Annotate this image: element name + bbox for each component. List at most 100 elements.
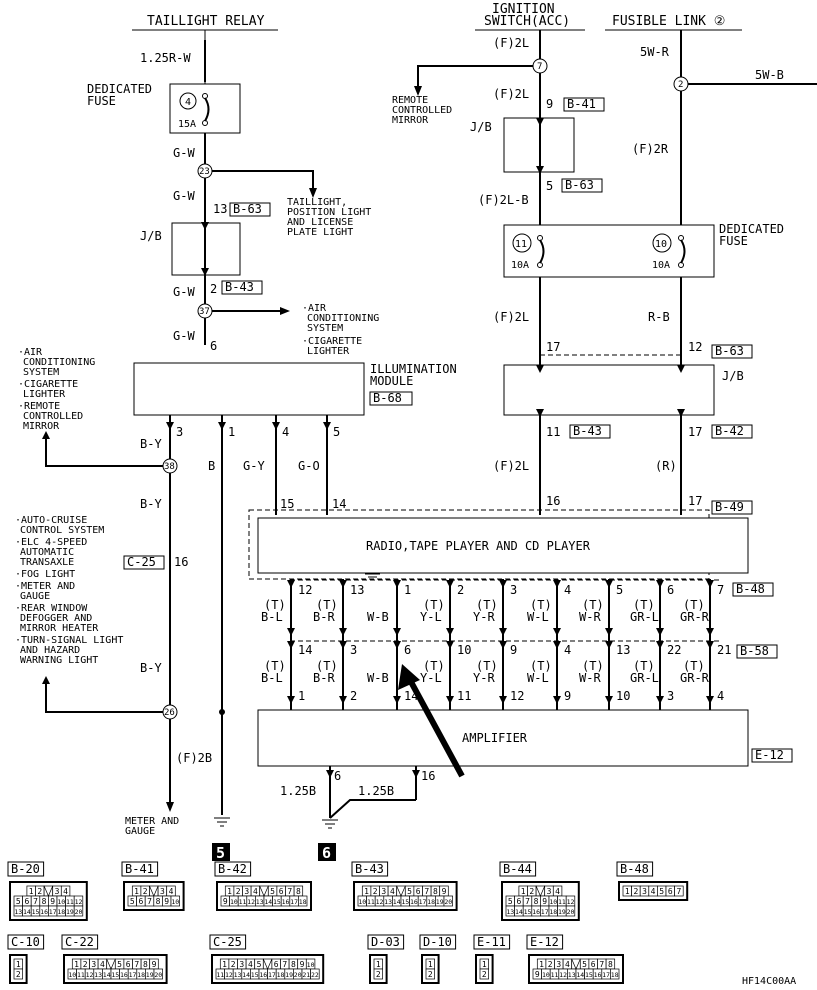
left-top-branch-list: ·AIR CONDITIONING SYSTEM ·CIGARETTE LIGH… — [18, 347, 95, 432]
amp-pin: 11 — [457, 689, 471, 703]
connector-pin: 17 — [541, 908, 549, 916]
svg-text:17: 17 — [688, 494, 702, 508]
connector-view-id: D-10 — [423, 935, 452, 949]
connector-pin: 8 — [156, 897, 161, 906]
b58-pin: 14 — [298, 643, 312, 657]
connector-pin: 8 — [534, 897, 539, 906]
amp-pin: 1 — [298, 689, 305, 703]
connector-view-id: B-41 — [125, 862, 154, 876]
svg-text:38: 38 — [164, 462, 175, 472]
connector-pin: 1 — [482, 960, 487, 969]
connector-b63-b: B-63 — [565, 178, 594, 192]
svg-text:14: 14 — [332, 497, 346, 511]
wire-G-W-4: G-W — [173, 329, 195, 343]
connector-pin: 9 — [50, 897, 55, 906]
connector-pin: 3 — [642, 887, 647, 896]
wire-code: W-R — [579, 610, 601, 624]
svg-text:13: 13 — [213, 202, 227, 216]
connector-pin: 18 — [299, 898, 307, 906]
connector-pin: 20 — [154, 971, 162, 979]
wire-code: GR-R — [680, 610, 710, 624]
wire-code: B-R — [313, 671, 335, 685]
connector-pin: 2 — [83, 960, 88, 969]
wire-code: W-L — [527, 610, 549, 624]
splice-26 — [162, 704, 178, 720]
wire-G-W-1: G-W — [173, 146, 195, 160]
connector-pin: 6 — [126, 960, 131, 969]
connector-pin: 12 — [247, 898, 255, 906]
connector-pin: 4 — [253, 887, 258, 896]
svg-text:GAUGE: GAUGE — [20, 591, 50, 602]
svg-text:11: 11 — [546, 425, 560, 439]
svg-text:·AIR: ·AIR — [302, 303, 327, 314]
svg-text:·ELC 4-SPEED: ·ELC 4-SPEED — [15, 537, 87, 548]
connector-pin: 13 — [14, 908, 22, 916]
connector-pin: 11 — [66, 898, 74, 906]
connector-pin: 5 — [270, 887, 275, 896]
connector-pin: 19 — [146, 971, 154, 979]
connector-pin: 2 — [373, 887, 378, 896]
svg-text:6: 6 — [334, 769, 341, 783]
connector-pin: 18 — [137, 971, 145, 979]
connector-pin: 3 — [556, 960, 561, 969]
connector-pin: 12 — [86, 971, 94, 979]
connector-b43-a: B-43 — [225, 280, 254, 294]
connector-pin: 14 — [576, 971, 584, 979]
radio-pin: 3 — [510, 583, 517, 597]
svg-text:LIGHTER: LIGHTER — [23, 389, 66, 400]
connector-view-id: C-25 — [213, 935, 242, 949]
connector-pin: 1 — [227, 887, 232, 896]
radio-tape-cd-player — [257, 517, 749, 574]
b58-pin: 10 — [457, 643, 471, 657]
connector-pin: 8 — [608, 960, 613, 969]
svg-text:FUSE: FUSE — [719, 234, 748, 248]
connector-pin: 1 — [428, 960, 433, 969]
radio-pin: 13 — [350, 583, 364, 597]
connector-pin: 18 — [611, 971, 619, 979]
wire-G-Y: G-Y — [243, 459, 265, 473]
connector-pin: 15 — [251, 971, 259, 979]
connector-pin: 10 — [358, 898, 366, 906]
connector-view-id: B-44 — [503, 862, 532, 876]
connector-view-id: E-12 — [530, 935, 559, 949]
connector-pin: 19 — [558, 908, 566, 916]
wire-F-2L-c: (F)2L — [493, 459, 529, 473]
connector-pin: 9 — [542, 897, 547, 906]
fuse-4-num: 4 — [185, 97, 191, 108]
radio-label: RADIO,TAPE PLAYER AND CD PLAYER — [366, 539, 591, 553]
connector-pin: 16 — [594, 971, 602, 979]
connector-pin: 9 — [164, 897, 169, 906]
dedicated-fuse-left-label-2: FUSE — [87, 94, 116, 108]
connector-pin: 2 — [482, 970, 487, 979]
highlight-arrow — [407, 678, 465, 778]
connector-pin: 12 — [567, 898, 575, 906]
taillight-relay-label: TAILLIGHT RELAY — [147, 14, 265, 29]
connector-pin: 13 — [256, 898, 264, 906]
svg-text:REMOTE: REMOTE — [392, 95, 428, 106]
svg-text:(T): (T) — [683, 659, 705, 673]
amp-pin: 9 — [564, 689, 571, 703]
wire-B: B — [208, 459, 215, 473]
illumination-module — [133, 362, 365, 416]
b58-pin: 9 — [510, 643, 517, 657]
svg-text:(T): (T) — [582, 598, 604, 612]
svg-text:DEFOGGER AND: DEFOGGER AND — [20, 613, 92, 624]
amplifier — [257, 709, 749, 767]
connector-b42: B-42 — [715, 424, 744, 438]
connector-pin: 16 — [259, 971, 267, 979]
connector-pin: 5 — [257, 960, 262, 969]
connector-pin: 5 — [130, 897, 135, 906]
connector-b48: B-48 — [736, 582, 765, 596]
svg-text:(T): (T) — [633, 598, 655, 612]
connector-pin: 5 — [16, 897, 21, 906]
svg-text:MIRROR: MIRROR — [23, 421, 60, 432]
svg-text:·CIGARETTE: ·CIGARETTE — [18, 379, 78, 390]
connector-pin: 11 — [367, 898, 375, 906]
connector-pin: 8 — [291, 960, 296, 969]
wire-F-2R: (F)2R — [632, 142, 669, 156]
